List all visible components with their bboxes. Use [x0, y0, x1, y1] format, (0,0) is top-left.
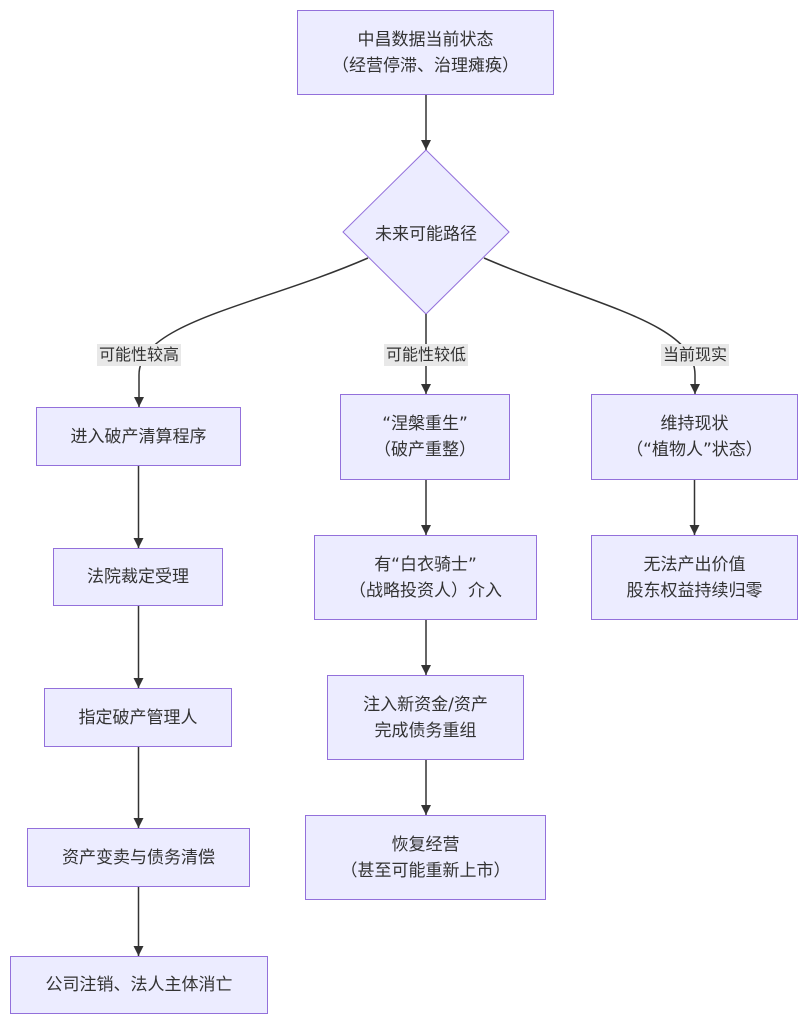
- edge-decision-to-liquidation: [134, 257, 369, 407]
- node-text: 法院裁定受理: [87, 567, 189, 587]
- node-text: （战略投资人）介入: [349, 580, 502, 601]
- node-text: 股东权益持续归零: [626, 580, 763, 601]
- node-text: 有“白衣骑士”: [374, 554, 477, 575]
- node-text: “涅槃重生”: [382, 414, 468, 434]
- node-text: 进入破产清算程序: [70, 426, 207, 447]
- node-no-value-equity-zero: 无法产出价值 股东权益持续归零: [591, 535, 798, 620]
- edge-label-low-probability: 可能性较低: [383, 344, 469, 366]
- node-asset-sale-debt-repayment: 资产变卖与债务清偿: [27, 828, 250, 887]
- node-text: 指定破产管理人: [78, 707, 198, 728]
- node-court-acceptance: 法院裁定受理: [53, 548, 223, 606]
- edge-label-current-reality: 当前现实: [660, 344, 730, 366]
- start-node: 中昌数据当前状态 （经营停滞、治理瘫痪）: [297, 10, 554, 95]
- node-text: （甚至可能重新上市）: [340, 860, 511, 881]
- start-node-title: 中昌数据当前状态: [357, 29, 494, 50]
- node-company-deregistration: 公司注销、法人主体消亡: [10, 956, 268, 1014]
- node-text: 维持现状: [660, 414, 729, 434]
- node-white-knight-investor: 有“白衣骑士” （战略投资人）介入: [314, 535, 537, 620]
- node-text: 资产变卖与债务清偿: [62, 847, 215, 868]
- node-capital-injection-restructuring: 注入新资金/资产 完成债务重组: [327, 675, 524, 760]
- node-resume-operations: 恢复经营 （甚至可能重新上市）: [305, 815, 546, 900]
- start-node-subtitle: （经营停滞、治理瘫痪）: [332, 55, 519, 76]
- node-rebirth-reorganization: “涅槃重生” （破产重整）: [340, 394, 510, 480]
- node-appoint-administrator: 指定破产管理人: [44, 688, 232, 747]
- node-maintain-status-quo: 维持现状 （“植物人”状态）: [591, 394, 798, 480]
- node-bankruptcy-liquidation: 进入破产清算程序: [36, 407, 241, 466]
- edge-label-high-probability: 可能性较高: [96, 344, 182, 366]
- decision-label: 未来可能路径: [375, 224, 477, 245]
- node-text: （“植物人”状态）: [626, 440, 763, 460]
- node-text: （破产重整）: [374, 440, 476, 460]
- node-text: 公司注销、法人主体消亡: [45, 975, 233, 995]
- node-text: 完成债务重组: [374, 720, 477, 741]
- node-text: 恢复经营: [391, 834, 460, 855]
- node-text: 无法产出价值: [643, 554, 746, 575]
- node-text: 注入新资金/资产: [363, 694, 488, 715]
- edge-decision-to-status-quo: [483, 257, 700, 394]
